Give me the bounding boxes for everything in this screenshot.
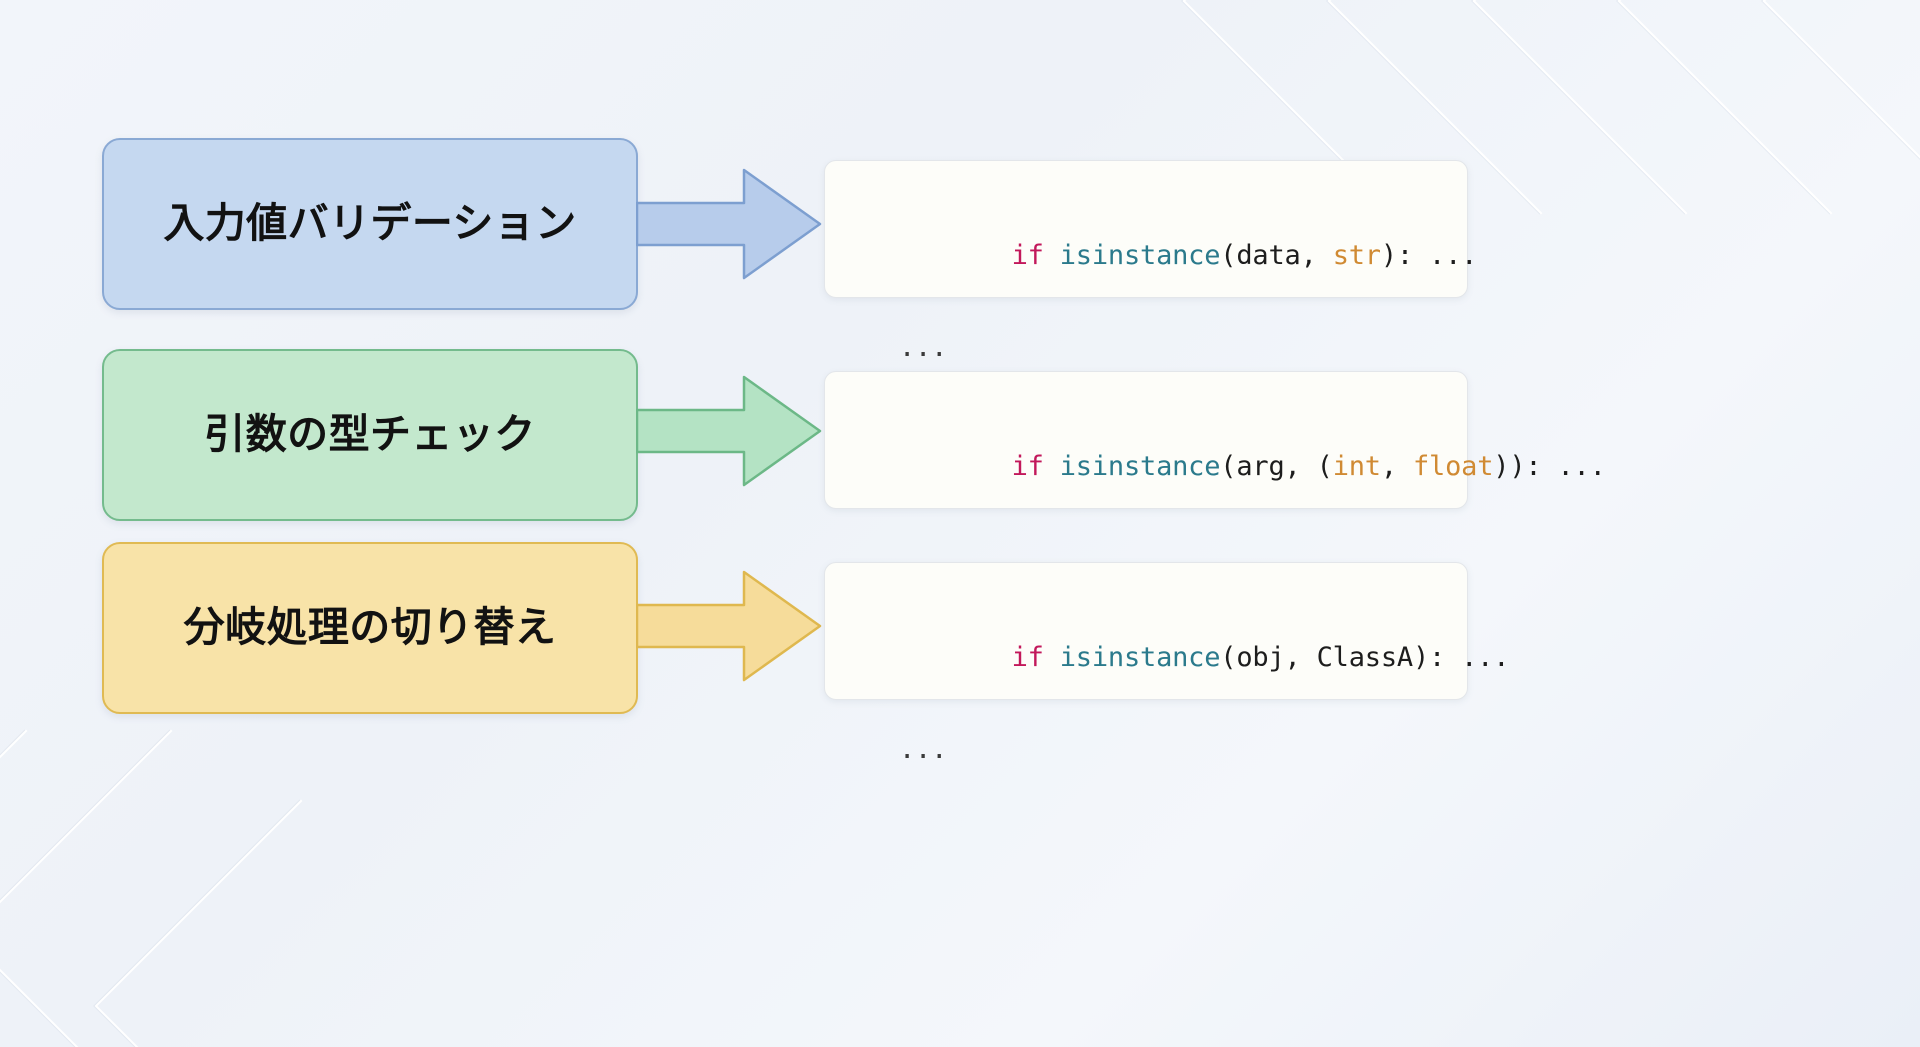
- label-box-argument-type-check[interactable]: 引数の型チェック: [102, 349, 638, 521]
- code-token-plain: )): ...: [1493, 451, 1606, 482]
- code-line-primary: if isinstance(obj, ClassA): ...: [851, 589, 1510, 727]
- code-token-plain: (obj, ClassA): ...: [1220, 642, 1510, 673]
- code-token-plain: ,: [1380, 451, 1413, 482]
- code-token-function: isinstance: [1059, 451, 1221, 482]
- code-token-keyword: if: [1011, 240, 1060, 271]
- label-box-text: 分岐処理の切り替え: [183, 603, 557, 652]
- code-token-type: int: [1332, 451, 1381, 482]
- code-line-ellipsis: ...: [899, 734, 948, 765]
- label-box-input-validation[interactable]: 入力値バリデーション: [102, 138, 638, 310]
- code-line-primary: if isinstance(arg, (int, float)): ...: [851, 398, 1606, 536]
- code-token-keyword: if: [1011, 451, 1060, 482]
- right-arrow-icon: [636, 165, 822, 283]
- label-box-branch-switching[interactable]: 分岐処理の切り替え: [102, 542, 638, 714]
- right-arrow-icon: [636, 372, 822, 490]
- code-token-plain: (data,: [1220, 240, 1333, 271]
- code-token-function: isinstance: [1059, 240, 1221, 271]
- code-token-function: isinstance: [1059, 642, 1221, 673]
- code-token-type: str: [1332, 240, 1381, 271]
- code-line-primary: if isinstance(data, str): ...: [851, 187, 1478, 325]
- label-box-text: 引数の型チェック: [204, 410, 536, 459]
- code-token-plain: (arg, (: [1220, 451, 1333, 482]
- code-card-argument-type-check: if isinstance(arg, (int, float)): ... ..…: [824, 371, 1606, 574]
- label-box-text: 入力値バリデーション: [163, 199, 577, 248]
- code-token-type: float: [1412, 451, 1494, 482]
- right-arrow-icon: [636, 567, 822, 685]
- code-token-keyword: if: [1011, 642, 1060, 673]
- code-token-plain: ): ...: [1380, 240, 1478, 271]
- code-card-branch-switching: if isinstance(obj, ClassA): ... ...: [824, 562, 1509, 765]
- code-line-ellipsis: ...: [899, 332, 948, 363]
- code-card-input-validation: if isinstance(data, str): ... ...: [824, 160, 1477, 363]
